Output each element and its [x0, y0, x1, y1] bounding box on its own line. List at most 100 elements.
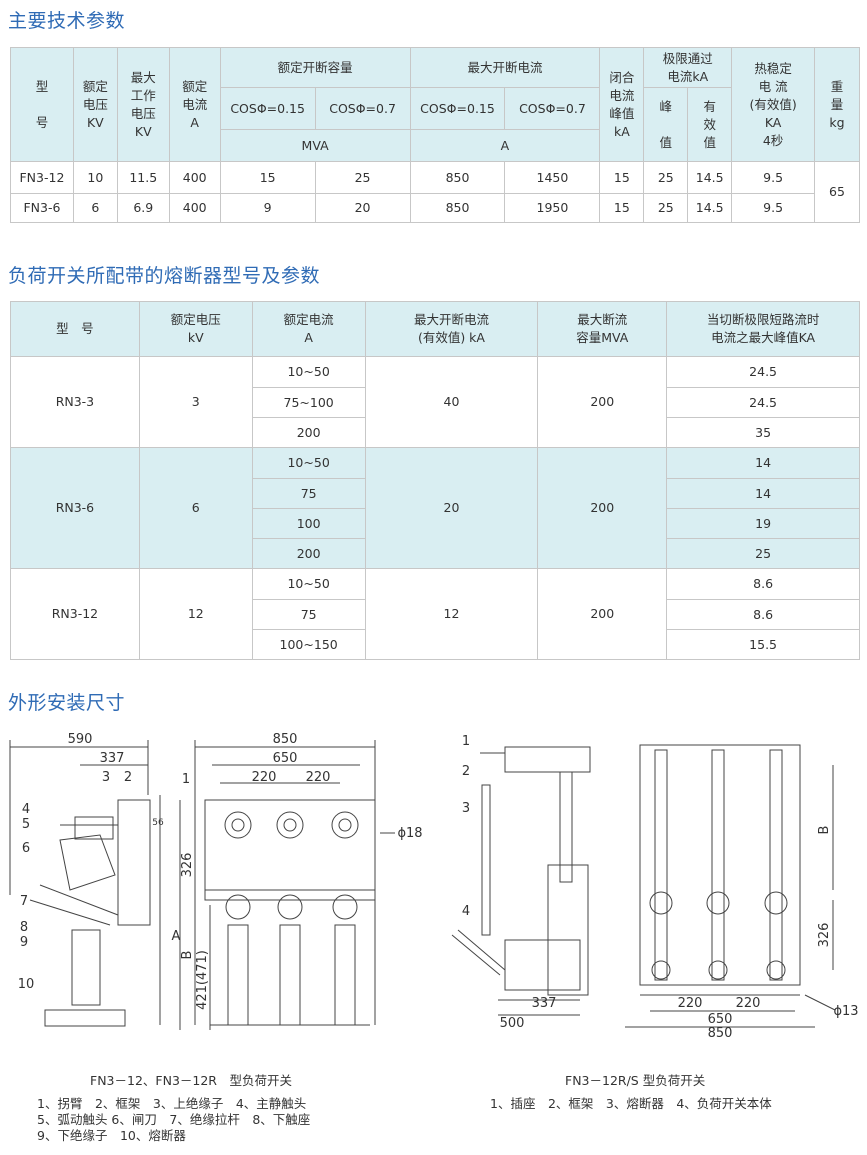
section-title-fuse-params: 负荷开关所配带的熔断器型号及参数 [8, 265, 321, 287]
cell: 8.6 [666, 568, 860, 600]
label-5: 5 [22, 817, 30, 832]
dim-phi18: ϕ18 [397, 826, 422, 841]
label-r4: 4 [462, 904, 470, 919]
cell: RN3-3 [10, 356, 140, 448]
dim-220-b: 220 [306, 770, 331, 785]
cell: 6 [138, 447, 253, 569]
label-r1: 1 [462, 734, 470, 749]
th-limit-rms: 有效值 [687, 87, 733, 162]
dim-r337: 337 [532, 996, 557, 1011]
cell: 1950 [504, 193, 601, 223]
cell: 6 [72, 193, 118, 223]
cell: 14 [666, 447, 860, 479]
cell: 100~150 [251, 629, 366, 660]
dim-r-phi13: ϕ13 [833, 1004, 858, 1019]
table-row: 100~150 15.5 [11, 629, 860, 660]
cell: 25 [643, 193, 689, 223]
cell: 10~50 [251, 447, 366, 479]
cell: 75~100 [251, 387, 366, 418]
cell: 10 [72, 161, 118, 194]
table-row: 200 35 [11, 417, 860, 448]
label-8: 8 [20, 920, 28, 935]
left-legend-line: 9、下绝缘子 10、熔断器 [37, 1128, 186, 1143]
cell: 40 [364, 356, 539, 448]
cell: 200 [537, 568, 668, 660]
cell: 1450 [504, 161, 601, 194]
th-fuse-model: 型 号 [10, 301, 140, 357]
cell: 200 [251, 417, 366, 448]
table-row: 100 19 [11, 508, 860, 539]
table-row: FN3-6 6 6.9 400 9 20 850 1950 15 25 14.5… [10, 193, 860, 223]
cell: 9 [219, 193, 316, 223]
cell: 19 [666, 508, 860, 539]
section-title-main-params: 主要技术参数 [8, 10, 126, 32]
table-row: FN3-12 10 11.5 400 15 25 850 1450 15 25 … [10, 161, 860, 223]
label-r3: 3 [462, 801, 470, 816]
cell: 14.5 [687, 193, 733, 223]
th-limit-peak: 峰值 [643, 87, 689, 162]
label-7: 7 [20, 894, 28, 909]
label-6: 6 [22, 841, 30, 856]
cell: 400 [168, 161, 221, 194]
th-breaking-capacity: 额定开断容量 [219, 47, 411, 88]
cell: 75 [251, 599, 366, 630]
cell: 10~50 [251, 356, 366, 388]
th-model: 型号 [10, 47, 74, 162]
cell: 10~50 [251, 568, 366, 600]
cell: 15.5 [666, 629, 860, 660]
cell: 15 [599, 193, 645, 223]
cell: 20 [364, 447, 539, 569]
cell: 24.5 [666, 387, 860, 418]
cell: 200 [537, 356, 668, 448]
dim-r650: 650 [708, 1012, 733, 1027]
cell: 12 [364, 568, 539, 660]
cell: 850 [409, 193, 506, 223]
label-10: 10 [18, 977, 35, 992]
cell: 12 [138, 568, 253, 660]
cell: 400 [168, 193, 221, 223]
th-limit-current: 极限通过电流kA [643, 47, 733, 88]
cell: 14 [666, 478, 860, 509]
dim-56: 56 [152, 818, 164, 828]
left-legend-line: 1、拐臂 2、框架 3、上绝缘子 4、主静触头 [37, 1096, 307, 1111]
cell: 3 [138, 356, 253, 448]
right-legend: 1、插座 2、框架 3、熔断器 4、负荷开关本体 [490, 1096, 772, 1111]
right-caption: FN3－12R/S 型负荷开关 [565, 1073, 706, 1088]
dim-r220-b: 220 [736, 996, 761, 1011]
label-1: 1 [182, 772, 190, 787]
cell: 25 [314, 161, 411, 194]
th-bc-unit: MVA [219, 129, 411, 162]
label-r2: 2 [462, 764, 470, 779]
table-row: RN3-12 12 10~50 12 200 8.6 [10, 568, 860, 660]
cell: 11.5 [116, 161, 170, 194]
dim-a: A [172, 929, 181, 944]
cell: 15 [219, 161, 316, 194]
dim-r500: 500 [500, 1016, 525, 1031]
cell: 14.5 [687, 161, 733, 194]
th-bc-cos015: COSΦ=0.15 [219, 87, 316, 130]
left-legend: 1、拐臂 2、框架 3、上绝缘子 4、主静触头 5、弧动触头 6、闸刀 7、绝缘… [37, 1096, 310, 1144]
table-row: 75 14 [11, 478, 860, 509]
th-fuse-breaking: 最大开断电流(有效值) kA [364, 301, 539, 357]
th-fuse-peak: 当切断极限短路流时电流之最大峰值KA [666, 301, 860, 357]
cell: 200 [251, 538, 366, 569]
cell: 25 [666, 538, 860, 569]
th-max-breaking: 最大开断电流 [409, 47, 601, 88]
left-dimension-drawing: 590 337 3 2 4 5 6 7 8 9 10 1 850 650 220… [9, 732, 423, 1030]
dim-590: 590 [68, 732, 93, 747]
cell: 8.6 [666, 599, 860, 630]
cell-weight: 65 [814, 161, 860, 223]
cell: 6.9 [116, 193, 170, 223]
cell: 24.5 [666, 356, 860, 388]
table-row: RN3-6 6 10~50 20 200 14 [10, 447, 860, 569]
th-bc-cos07: COSΦ=0.7 [314, 87, 411, 130]
dim-421: 421(471) [195, 950, 210, 1010]
